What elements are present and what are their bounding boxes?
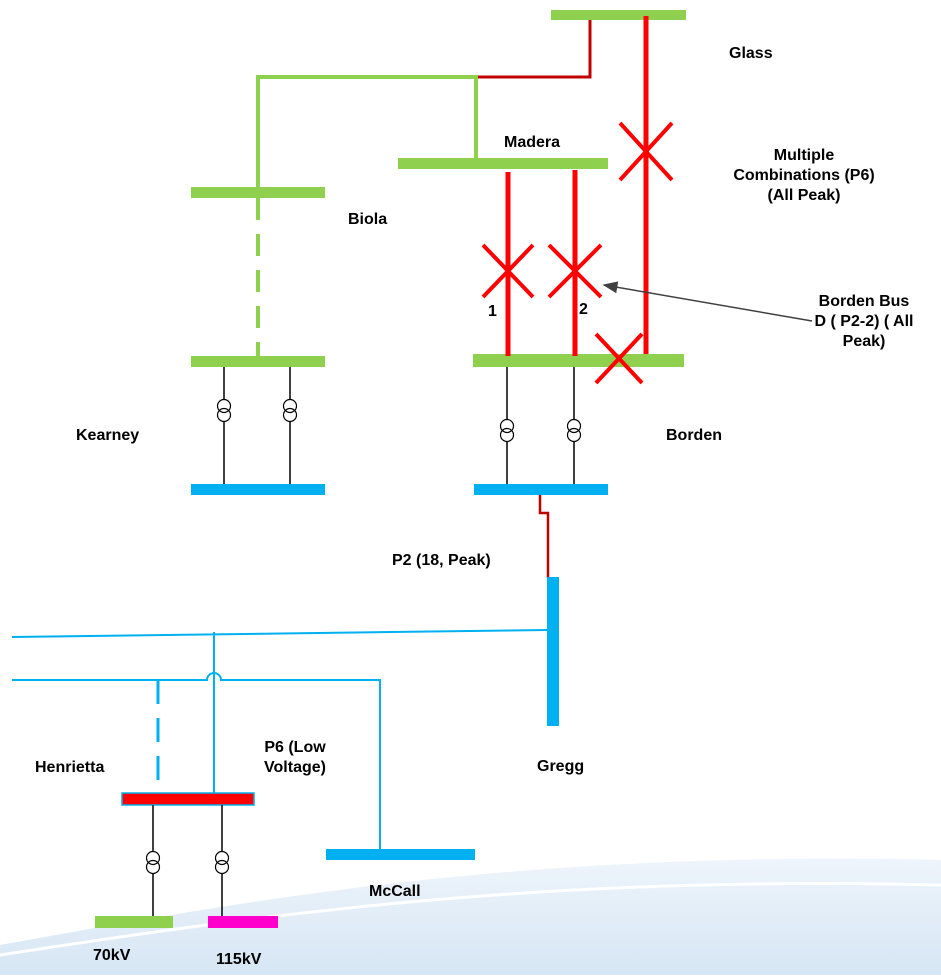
biola-madera-line	[256, 75, 478, 188]
outage-x-line-1	[481, 243, 535, 299]
label-line-2: 2	[579, 301, 588, 318]
borden-bus-arrow	[602, 281, 813, 322]
label-kearney: Kearney	[76, 427, 140, 444]
mccall-bus	[326, 849, 475, 860]
henrietta-transformer-70	[145, 805, 161, 917]
outage-x-borden-bus	[594, 332, 644, 385]
borden-bus	[473, 354, 684, 367]
glass-bus	[551, 10, 686, 20]
kearney-low-bus	[191, 484, 325, 495]
biola-bus	[191, 187, 325, 198]
label-madera: Madera	[504, 134, 561, 151]
label-p6-line1: P6 (Low	[264, 739, 326, 756]
label-borden-bus-line1: Borden Bus	[818, 293, 910, 310]
label-gregg: Gregg	[537, 758, 585, 775]
label-multiple-line1: Multiple	[773, 147, 835, 164]
gregg-line-lower	[12, 672, 381, 850]
label-glass: Glass	[729, 45, 773, 62]
borden-transformer-1	[499, 367, 515, 485]
label-p6-line2: Voltage)	[264, 759, 326, 776]
label-70kv: 70kV	[93, 947, 131, 964]
label-multiple-line3: (All Peak)	[767, 187, 841, 204]
kearney-transformer-1	[216, 367, 232, 485]
label-borden-bus: Borden Bus D ( P2-2) ( All Peak)	[794, 292, 934, 352]
label-115kv: 115kV	[216, 951, 262, 968]
henrietta-bus	[121, 792, 255, 806]
bus-115kv	[208, 916, 278, 928]
background-swoosh-line	[0, 881, 941, 957]
borden-transformer-2	[566, 367, 582, 485]
henrietta-transformer-115	[214, 805, 230, 917]
madera-bus	[398, 158, 608, 169]
glass-tie-line	[478, 20, 592, 79]
label-mccall: McCall	[369, 883, 421, 900]
label-multiple-line2: Combinations (P6)	[733, 167, 875, 184]
label-borden: Borden	[666, 427, 722, 444]
outage-x-line-2	[547, 243, 603, 299]
label-line-1: 1	[488, 303, 497, 320]
label-borden-bus-line2: D ( P2-2) ( All	[814, 313, 914, 330]
label-p2: P2 (18, Peak)	[392, 552, 491, 569]
gregg-line-upper	[11, 629, 548, 638]
background-swoosh	[0, 858, 941, 975]
borden-gregg-line	[538, 495, 550, 578]
label-p6-low-voltage: P6 (Low Voltage)	[240, 738, 350, 778]
label-borden-bus-line3: Peak)	[842, 333, 886, 350]
borden-low-bus	[474, 484, 608, 495]
label-henrietta: Henrietta	[35, 759, 105, 776]
outage-x-glass	[618, 121, 674, 182]
kearney-bus	[191, 356, 325, 367]
kearney-transformer-2	[282, 367, 298, 485]
label-multiple-combinations: Multiple Combinations (P6) (All Peak)	[724, 146, 884, 206]
gregg-bus	[547, 577, 559, 726]
label-biola: Biola	[348, 211, 388, 228]
bus-70kv	[95, 916, 173, 928]
